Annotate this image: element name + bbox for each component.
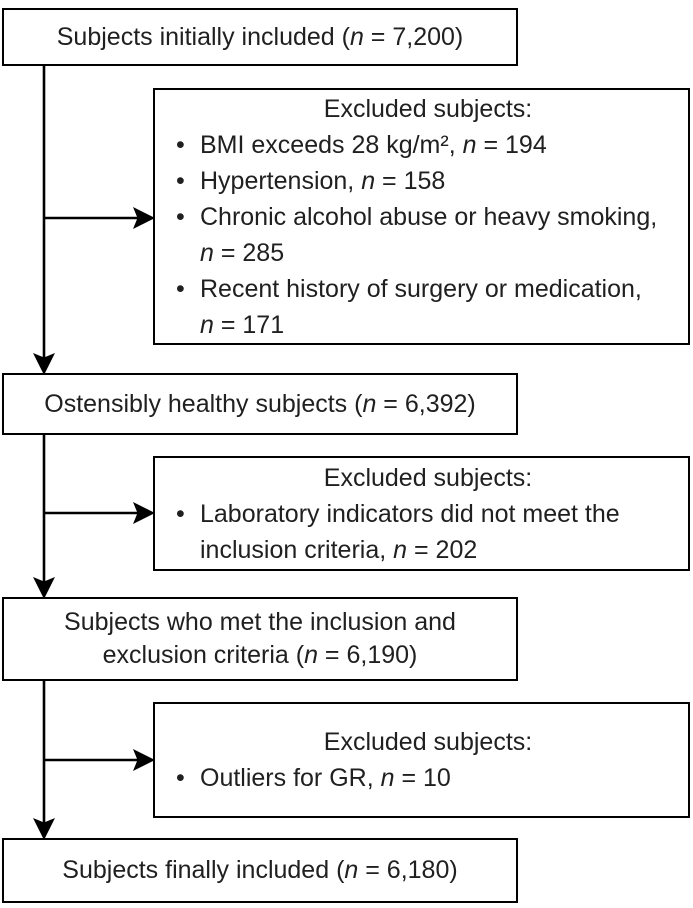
exclusion-item-text: BMI exceeds 28 kg/m², n = 194 — [200, 130, 547, 159]
n-variable: n — [200, 310, 214, 339]
label-text: = 6,392) — [376, 389, 476, 418]
exclusion-item: • Outliers for GR, n = 10 — [174, 760, 682, 796]
flow-box-final-label: Subjects finally included (n = 6,180) — [54, 854, 465, 887]
n-variable: n — [349, 22, 364, 51]
arrowhead-down-icon — [33, 818, 55, 840]
exclusion-item-text: Chronic alcohol abuse or heavy smoking, … — [200, 202, 658, 267]
exclusion-item: • Recent history of surgery or medication… — [174, 271, 682, 343]
n-variable: n — [200, 238, 214, 267]
bullet-icon: • — [176, 130, 185, 159]
exclusion-item: • Chronic alcohol abuse or heavy smoking,… — [174, 199, 682, 271]
exclusion-item-text: Outliers for GR, n = 10 — [200, 764, 451, 792]
arrowhead-down-icon — [33, 577, 55, 599]
bullet-icon: • — [176, 166, 185, 195]
label-text: = 6,190) — [317, 641, 418, 669]
exclusion-item: • BMI exceeds 28 kg/m², n = 194 — [174, 127, 682, 163]
flow-box-criteria-label: Subjects who met the inclusion and exclu… — [56, 606, 464, 672]
bullet-icon: • — [176, 499, 185, 528]
flow-box-initial: Subjects initially included (n = 7,200) — [2, 8, 518, 66]
label-text: Ostensibly healthy subjects ( — [44, 389, 363, 418]
label-text: Subjects finally included ( — [62, 856, 345, 884]
exclusion-item-text: Hypertension, n = 158 — [200, 166, 446, 195]
flow-box-healthy-label: Ostensibly healthy subjects (n = 6,392) — [36, 388, 484, 421]
label-text: Subjects initially included ( — [56, 22, 350, 51]
exclusion-box-title: Excluded subjects: — [323, 94, 533, 123]
n-variable: n — [362, 389, 377, 418]
exclusion-item-text: Recent history of surgery or medication,… — [200, 274, 642, 339]
bullet-icon: • — [176, 274, 185, 303]
arrowhead-right-icon — [133, 207, 155, 229]
n-variable: n — [304, 641, 318, 669]
n-variable: n — [393, 535, 408, 564]
exclusion-box-3: Excluded subjects: • Outliers for GR, n =… — [153, 702, 690, 818]
flow-box-initial-label: Subjects initially included (n = 7,200) — [49, 21, 472, 54]
n-variable: n — [462, 130, 477, 159]
exclusion-list: • BMI exceeds 28 kg/m², n = 194 • Hyperten… — [174, 127, 682, 343]
bullet-icon: • — [176, 764, 185, 792]
n-variable: n — [344, 856, 359, 884]
n-variable: n — [361, 166, 376, 195]
label-text: = 6,180) — [358, 856, 458, 884]
flow-box-final: Subjects finally included (n = 6,180) — [2, 838, 518, 903]
exclusion-box-title: Excluded subjects: — [323, 463, 533, 492]
exclusion-box-1: Excluded subjects: • BMI exceeds 28 kg/m²… — [153, 88, 690, 345]
arrowhead-right-icon — [133, 502, 155, 524]
exclusion-item: • Laboratory indicators did not meet the … — [174, 496, 682, 568]
exclusion-item-text: Laboratory indicators did not meet the i… — [200, 499, 620, 564]
flow-box-criteria: Subjects who met the inclusion and exclu… — [2, 597, 518, 681]
exclusion-box-2: Excluded subjects: • Laboratory indicator… — [153, 456, 690, 571]
label-text: = 7,200) — [363, 22, 464, 51]
n-variable: n — [380, 764, 395, 792]
bullet-icon: • — [176, 202, 185, 231]
exclusion-list: • Laboratory indicators did not meet the … — [174, 496, 682, 568]
exclusion-box-title: Excluded subjects: — [323, 728, 533, 756]
exclusion-list: • Outliers for GR, n = 10 — [174, 760, 682, 796]
arrowhead-right-icon — [133, 749, 155, 771]
arrowhead-down-icon — [33, 353, 55, 375]
flow-box-healthy: Ostensibly healthy subjects (n = 6,392) — [2, 373, 518, 435]
exclusion-item: • Hypertension, n = 158 — [174, 163, 682, 199]
label-text: Subjects who met the inclusion and exclu… — [64, 608, 456, 669]
